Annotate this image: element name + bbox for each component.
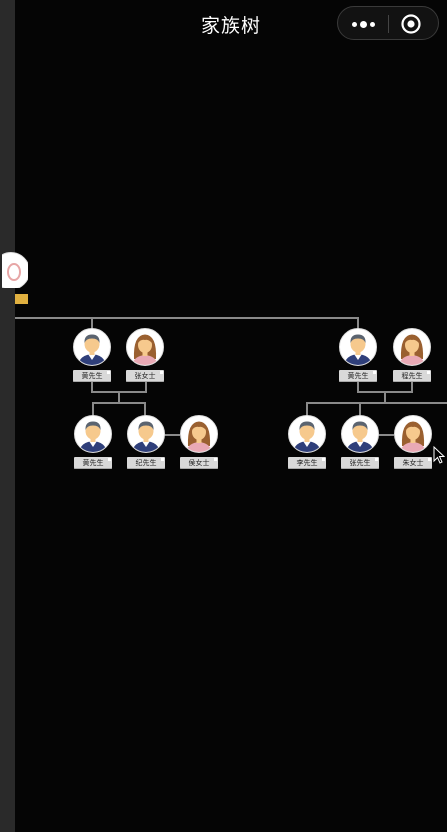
male-avatar-icon[interactable] (127, 415, 165, 453)
connector-line (91, 382, 93, 392)
ancestor-tag-partial (15, 294, 28, 304)
member-node[interactable]: 朱女士 (393, 415, 433, 469)
female-avatar-icon[interactable] (180, 415, 218, 453)
connector-line (164, 434, 180, 436)
left-edge-strip (0, 0, 15, 832)
member-name-label: 黄先生 (73, 370, 111, 382)
member-node[interactable]: 黄先生 (73, 415, 113, 469)
more-dots-icon[interactable] (338, 7, 388, 41)
member-node[interactable]: 黄先生 (338, 328, 378, 382)
member-node[interactable]: 程先生 (392, 328, 432, 382)
connector-line (92, 402, 146, 404)
target-circle-icon[interactable] (400, 13, 422, 35)
page-title: 家族树 (200, 15, 261, 37)
connector-line (357, 382, 359, 392)
connector-line (15, 317, 359, 319)
mouse-cursor-icon (433, 446, 445, 464)
member-name-label: 纪先生 (127, 457, 165, 469)
member-name-label: 侯女士 (180, 457, 218, 469)
connector-line (359, 402, 361, 416)
mini-program-capsule (337, 6, 439, 40)
connector-line (378, 434, 394, 436)
connector-line (118, 391, 120, 403)
connector-line (91, 317, 93, 329)
member-name-label: 李先生 (288, 457, 326, 469)
capsule-divider (388, 15, 389, 33)
member-name-label: 黄先生 (339, 370, 377, 382)
ancestor-avatar-partial[interactable] (2, 252, 28, 288)
member-node[interactable]: 张先生 (340, 415, 380, 469)
connector-line (306, 402, 308, 416)
member-name-label: 张女士 (126, 370, 164, 382)
member-name-label: 程先生 (393, 370, 431, 382)
female-avatar-icon[interactable] (394, 415, 432, 453)
female-avatar-icon[interactable] (393, 328, 431, 366)
member-node[interactable]: 李先生 (287, 415, 327, 469)
member-name-label: 朱女士 (394, 457, 432, 469)
connector-line (92, 402, 94, 416)
member-node[interactable]: 黄先生 (72, 328, 112, 382)
male-avatar-icon[interactable] (339, 328, 377, 366)
member-node[interactable]: 侯女士 (179, 415, 219, 469)
connector-line (411, 382, 413, 392)
member-node[interactable]: 纪先生 (126, 415, 166, 469)
member-name-label: 黄先生 (74, 457, 112, 469)
connector-line (145, 382, 147, 392)
member-name-label: 张先生 (341, 457, 379, 469)
female-avatar-icon[interactable] (126, 328, 164, 366)
connector-line (306, 402, 447, 404)
connector-line (144, 402, 146, 416)
connector-line (384, 391, 386, 403)
male-avatar-icon[interactable] (74, 415, 112, 453)
male-avatar-icon[interactable] (73, 328, 111, 366)
male-avatar-icon[interactable] (341, 415, 379, 453)
member-node[interactable]: 张女士 (125, 328, 165, 382)
male-avatar-icon[interactable] (288, 415, 326, 453)
connector-line (357, 317, 359, 329)
navigation-bar: 家族树 (15, 0, 447, 48)
